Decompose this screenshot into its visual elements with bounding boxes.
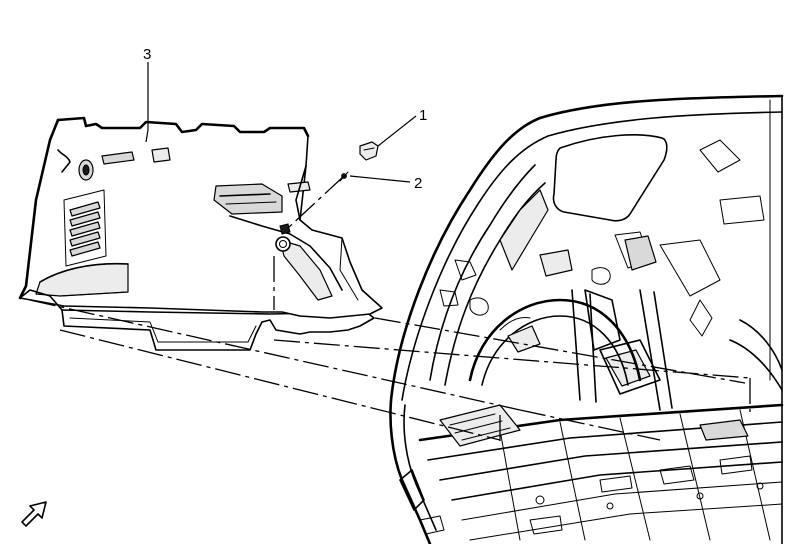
- callout-1: 1: [419, 107, 427, 124]
- retainer-clip: [359, 141, 379, 161]
- vehicle-body: [389, 94, 784, 544]
- quarter-trim-panel: [18, 116, 383, 351]
- callout-2: 2: [414, 175, 422, 192]
- callout-leaders: [145, 62, 417, 183]
- front-direction-arrow-icon: [21, 501, 47, 527]
- callout-3: 3: [143, 46, 151, 63]
- alignment-lines: [29, 175, 751, 445]
- vent-louvers: [63, 189, 107, 267]
